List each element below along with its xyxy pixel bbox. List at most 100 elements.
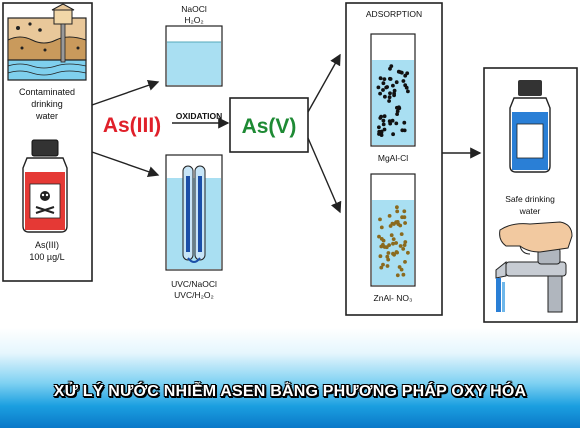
- input-label-line-2: drinking: [31, 99, 63, 109]
- mgal-particle: [394, 80, 399, 85]
- mgal-particle: [391, 83, 395, 88]
- znal-particle: [398, 244, 403, 248]
- znal-particle: [379, 265, 384, 270]
- mgal-particle: [405, 71, 410, 76]
- znal-particle: [379, 244, 384, 249]
- znal-particle: [401, 247, 406, 251]
- znal-particle: [394, 220, 398, 225]
- mgal-particle: [398, 70, 403, 74]
- input-label-line-1: Contaminated: [19, 87, 75, 97]
- znal-particle: [395, 205, 399, 210]
- znal-particle: [391, 241, 395, 246]
- znal-particle: [387, 243, 391, 248]
- znal-particle: [399, 267, 404, 272]
- znal-particle: [402, 243, 407, 248]
- znal-particle: [382, 245, 387, 249]
- znal-particle: [403, 221, 407, 225]
- as5-species-label: As(V): [242, 115, 297, 138]
- oxidation-beaker-icon: [165, 25, 223, 87]
- znal-particle: [403, 260, 407, 264]
- mgal-particle: [392, 93, 396, 98]
- mgal-particle: [392, 88, 397, 93]
- oxidant-bottom-line-2: UVC/H₂O₂: [174, 290, 214, 300]
- mgal-particle: [394, 121, 399, 126]
- arrow-to-mgal: [307, 53, 341, 113]
- znal-particle: [389, 233, 394, 238]
- znal-particle: [385, 254, 390, 259]
- mgal-particle: [388, 121, 393, 126]
- as3-species-label: As(III): [103, 114, 161, 137]
- mgal-particle: [381, 81, 386, 86]
- znal-particle: [400, 215, 404, 220]
- znal-particle: [394, 241, 398, 245]
- as3-bottle-label-2: 100 µg/L: [29, 252, 64, 262]
- mgal-particle: [390, 118, 395, 123]
- sorbent-2-label: ZnAl- NO₃: [374, 293, 413, 303]
- mgal-particle: [401, 79, 406, 83]
- mgal-column-icon: [370, 33, 416, 147]
- znal-particle: [381, 262, 385, 267]
- mgal-particle: [383, 94, 387, 99]
- znal-particle: [391, 237, 396, 242]
- mgal-particle: [378, 76, 383, 81]
- sorbent-1-label: MgAl-Cl: [378, 153, 408, 163]
- znal-particle: [399, 232, 404, 237]
- mgal-particle: [395, 109, 400, 114]
- arrow-to-chemical-oxidation: [91, 79, 160, 106]
- mgal-particle: [388, 77, 393, 81]
- mgal-particle: [400, 128, 405, 133]
- znal-particle: [378, 254, 383, 259]
- mgal-particle: [389, 64, 394, 68]
- mgal-particle: [384, 85, 389, 90]
- mgal-particle: [378, 116, 383, 120]
- znal-particle: [386, 257, 391, 262]
- as5-box: [229, 97, 309, 153]
- znal-particle: [403, 240, 408, 244]
- mgal-particle: [382, 127, 387, 132]
- input-label-line-3: water: [35, 111, 58, 121]
- mgal-particle: [381, 122, 386, 127]
- mgal-particle: [406, 89, 410, 94]
- mgal-particle: [376, 85, 381, 90]
- znal-particle: [391, 251, 395, 256]
- mgal-particle: [382, 114, 387, 119]
- znal-particle: [406, 250, 410, 255]
- as3-bottle-label-1: As(III): [35, 240, 59, 250]
- poison-bottle-icon: [22, 139, 68, 233]
- adsorption-title: ADSORPTION: [366, 9, 422, 19]
- mgal-particle: [379, 130, 384, 135]
- output-label-line-2: water: [519, 206, 541, 216]
- contaminated-water-icon: [7, 3, 87, 81]
- znal-particle: [379, 225, 384, 230]
- znal-particle: [388, 224, 393, 228]
- mgal-particle: [387, 99, 391, 103]
- output-label-line-1: Safe drinking: [505, 194, 555, 204]
- znal-particle: [386, 251, 391, 255]
- mgal-particle: [397, 105, 401, 110]
- znal-particle: [395, 209, 400, 214]
- mgal-particle: [377, 125, 381, 130]
- mgal-particle: [388, 91, 392, 96]
- oxidation-label: OXIDATION: [176, 111, 223, 121]
- arrow-to-uv-oxidation: [91, 151, 160, 178]
- mgal-particle: [378, 91, 382, 96]
- mgal-particle: [381, 118, 386, 123]
- banner-title: XỬ LÝ NƯỚC NHIỄM ASEN BẰNG PHƯƠNG PHÁP O…: [53, 383, 527, 400]
- oxidant-top-line-1: NaOCl: [181, 4, 207, 14]
- hand-icon: [499, 221, 573, 255]
- znal-particle: [401, 272, 406, 277]
- znal-particle: [377, 234, 381, 239]
- mgal-particle: [391, 132, 395, 137]
- znal-particle: [387, 214, 392, 218]
- znal-column-icon: [370, 173, 416, 287]
- mgal-particle: [387, 95, 392, 100]
- arrow-to-znal: [307, 137, 342, 214]
- znal-particle: [378, 217, 382, 222]
- title-banner: [0, 328, 580, 428]
- oxidant-bottom-line-1: UVC/NaOCl: [171, 279, 217, 289]
- znal-particle: [381, 238, 386, 243]
- safe-water-bottle-icon: [509, 80, 551, 173]
- oxidant-top-line-2: H₂O₂: [184, 15, 203, 25]
